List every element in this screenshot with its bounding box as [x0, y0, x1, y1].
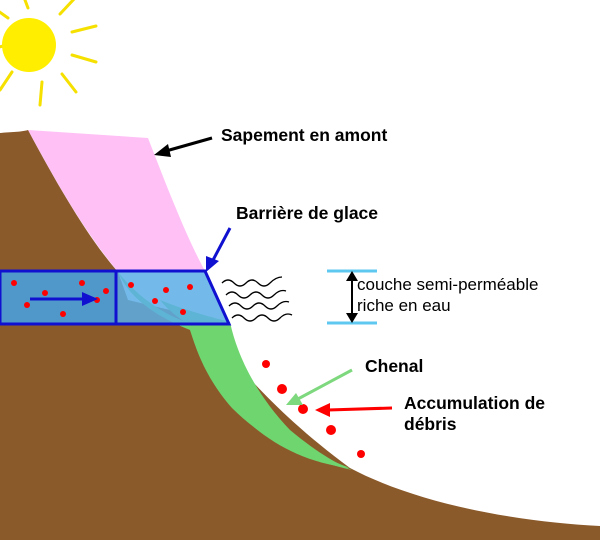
- slope-debris-dots: [262, 360, 365, 458]
- arrow-accumulation: [315, 403, 393, 417]
- arrow-chenal: [286, 368, 353, 405]
- arrow-right-icon: [30, 292, 98, 306]
- double-arrow-icon: [327, 269, 377, 325]
- sun-icon: [0, 0, 98, 107]
- label-barriere: Barrière de glace: [236, 203, 379, 223]
- wavy-lines-icon: [221, 276, 293, 322]
- arrow-barriere: [206, 227, 232, 272]
- label-accumulation: Accumulation de débris: [404, 393, 545, 435]
- label-couche: couche semi-perméable riche en eau: [357, 274, 538, 316]
- channel-top-strip: [160, 300, 352, 470]
- arrow-sapement: [154, 136, 213, 157]
- label-accumulation-line1: Accumulation de: [404, 393, 545, 413]
- ice-barrier-right: [114, 269, 232, 326]
- snow-undercut-zone: [28, 130, 205, 272]
- ground-slope: [0, 130, 600, 540]
- label-accumulation-line2: débris: [404, 414, 457, 434]
- label-couche-line1: couche semi-perméable: [357, 275, 539, 294]
- label-sapement: Sapement en amont: [221, 125, 388, 145]
- label-chenal: Chenal: [365, 356, 424, 376]
- label-couche-line2: riche en eau: [357, 296, 451, 315]
